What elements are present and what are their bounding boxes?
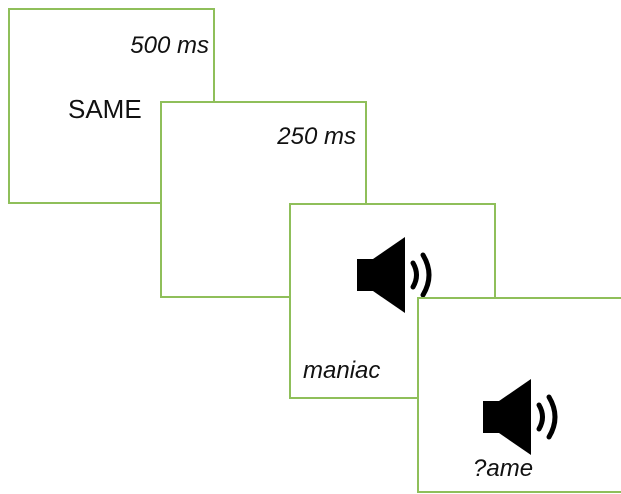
timing-label: 500 ms bbox=[130, 32, 209, 59]
auditory-word-label: maniac bbox=[303, 357, 381, 384]
speaker-icon bbox=[483, 379, 558, 455]
visual-word: SAME bbox=[68, 94, 142, 124]
speaker-icon bbox=[357, 237, 432, 313]
timing-label: 250 ms bbox=[277, 123, 356, 150]
frame-response-word: ?ame bbox=[417, 297, 621, 493]
masked-word-label: ?ame bbox=[473, 455, 534, 482]
